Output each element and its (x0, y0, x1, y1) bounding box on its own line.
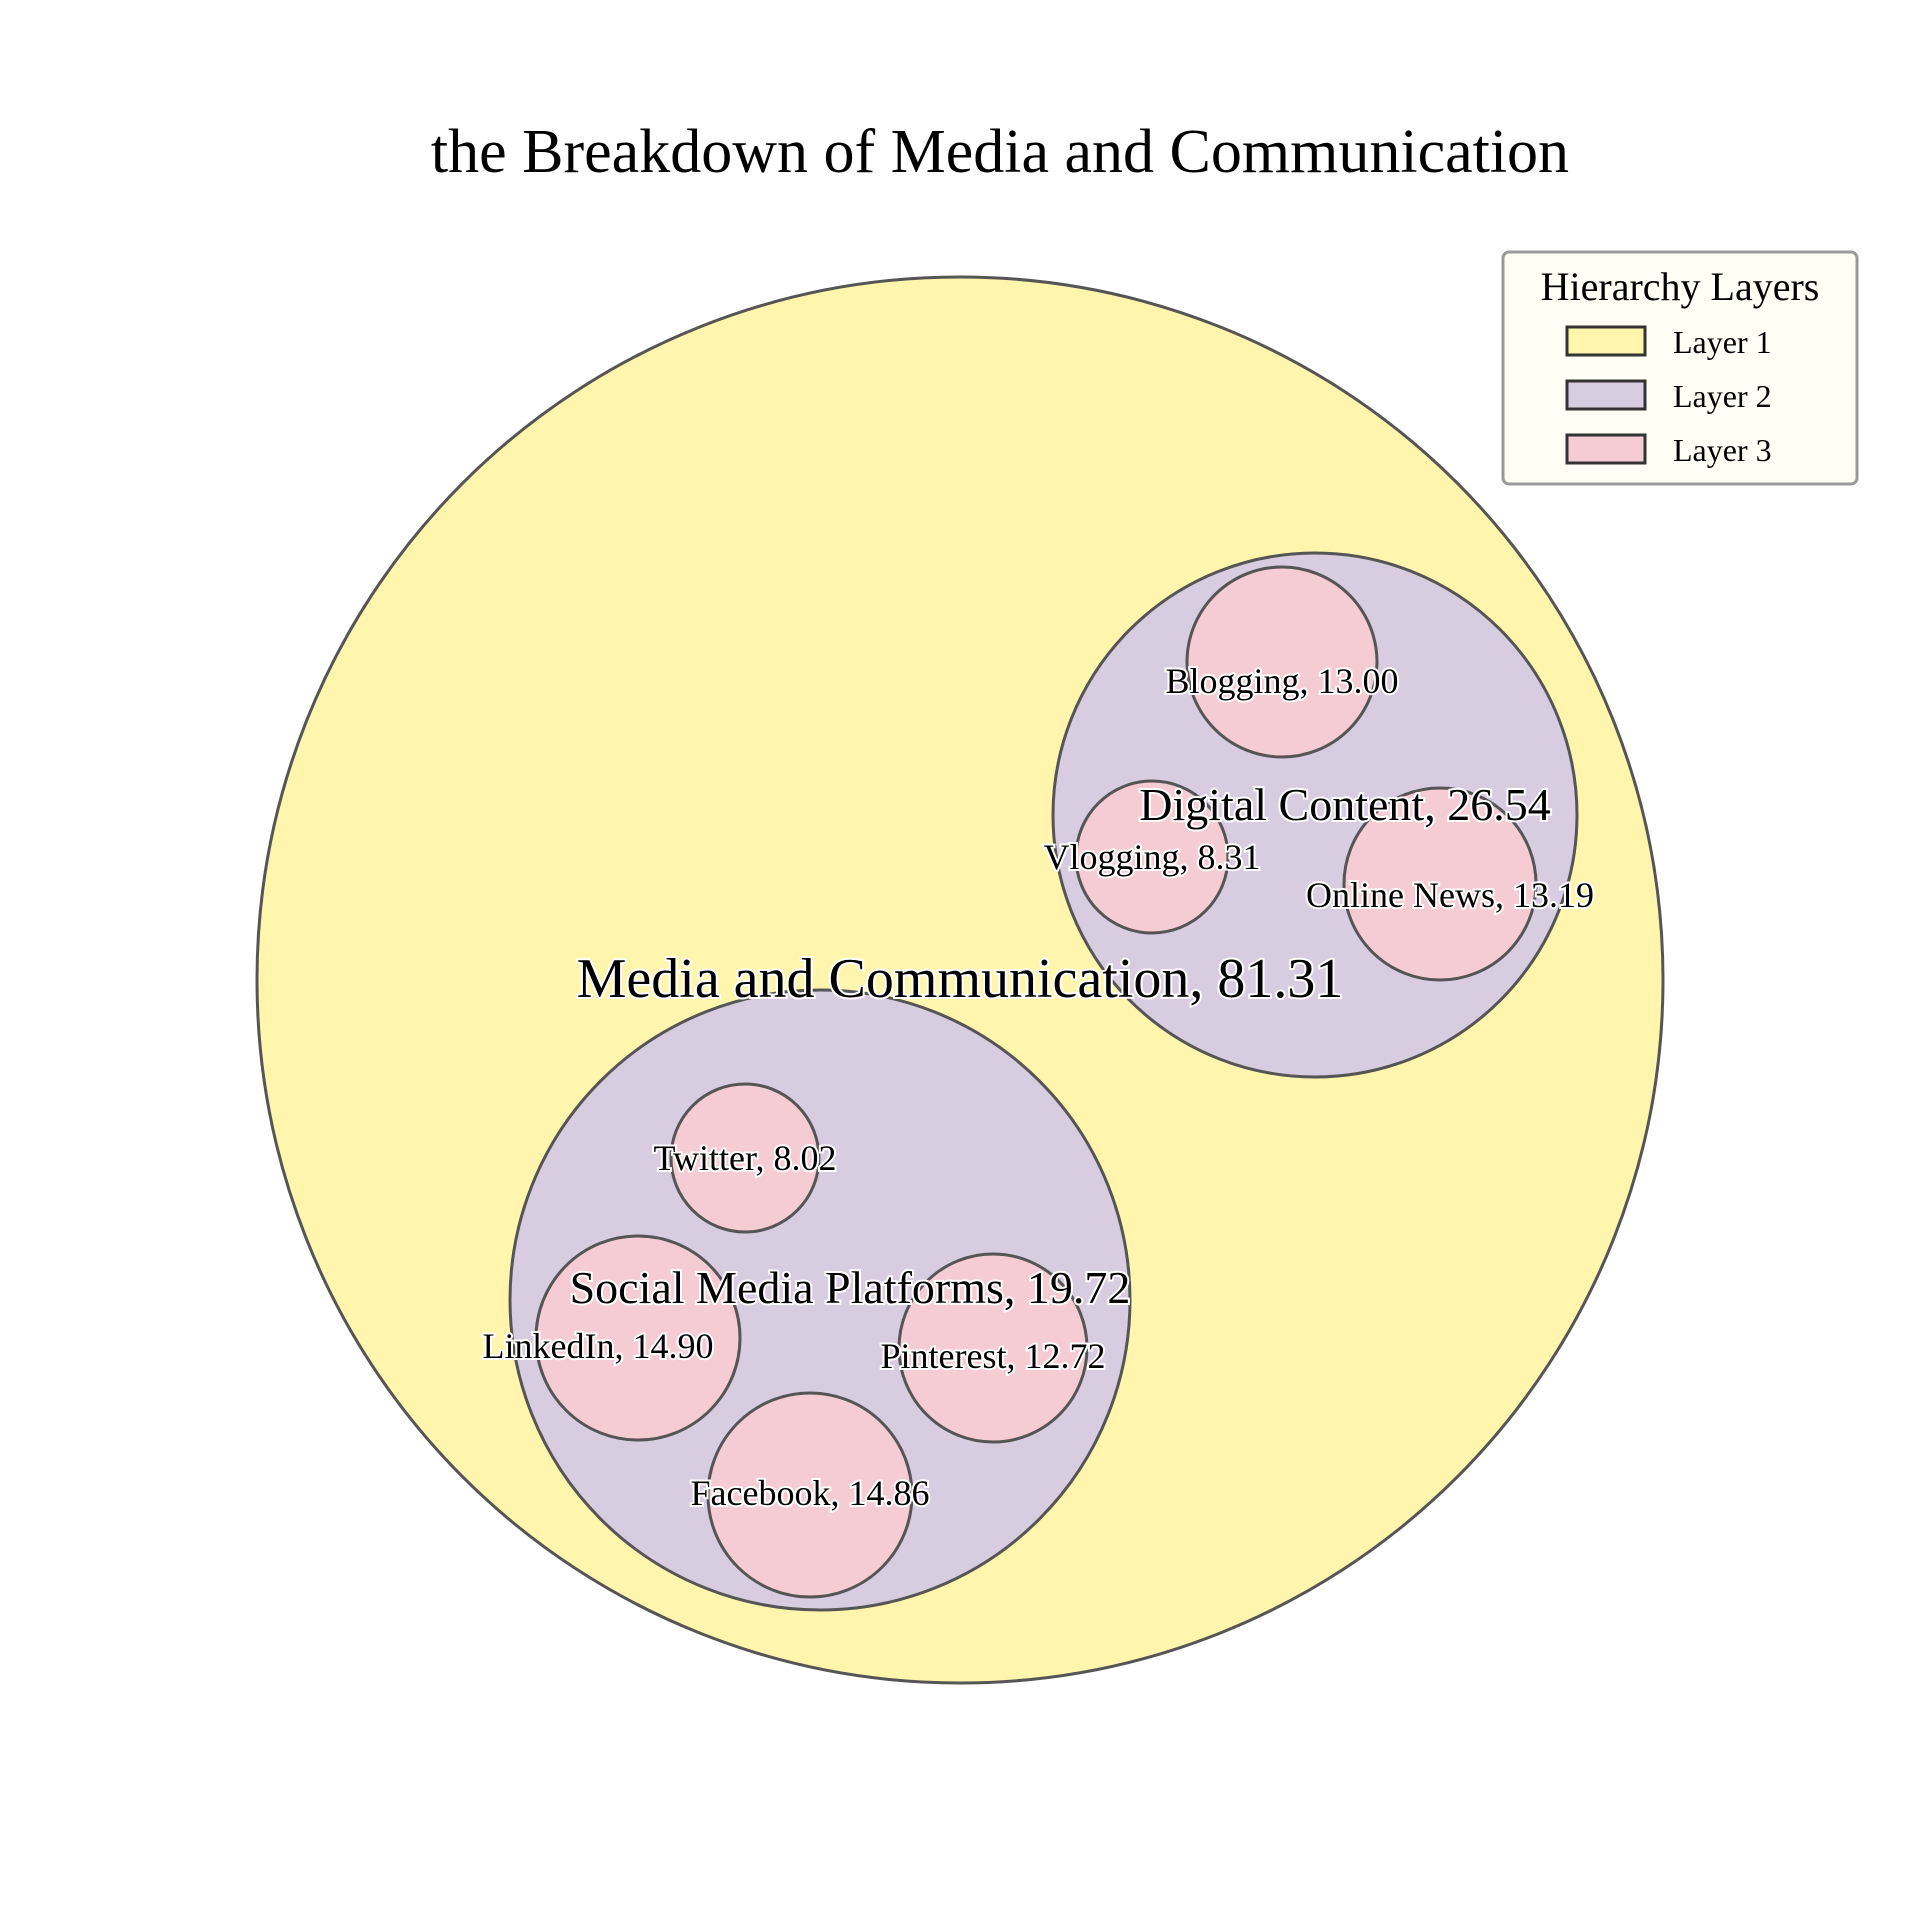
label-digital-content: Digital Content, 26.54 (1139, 779, 1550, 830)
circle-twitter (669, 1082, 821, 1234)
chart-title: the Breakdown of Media and Communication (431, 118, 1569, 186)
legend-swatch-layer-2 (1565, 379, 1647, 411)
circle-online-news (1342, 786, 1538, 982)
circle-blogging (1185, 565, 1379, 759)
label-media-and-communication: Media and Communication, 81.31 (577, 948, 1344, 1010)
legend-swatch-layer-1 (1565, 325, 1647, 357)
label-twitter: Twitter, 8.02 (653, 1138, 836, 1178)
legend: Hierarchy Layers Layer 1 Layer 2 Layer 3 (1501, 250, 1859, 486)
circle-pinterest (897, 1252, 1089, 1444)
legend-label-layer-2: Layer 2 (1673, 378, 1772, 414)
legend-label-layer-1: Layer 1 (1673, 324, 1772, 360)
label-online-news: Online News, 13.19 (1306, 875, 1594, 915)
circle-social-media-platforms (508, 988, 1132, 1612)
legend-swatch-layer-3 (1565, 433, 1647, 465)
circle-linkedin (534, 1234, 742, 1442)
label-facebook: Facebook, 14.86 (691, 1473, 930, 1513)
label-vlogging: Vlogging, 8.31 (1043, 837, 1260, 877)
label-social-media-platforms: Social Media Platforms, 19.72 (570, 1262, 1131, 1313)
label-linkedin: LinkedIn, 14.90 (483, 1326, 714, 1366)
legend-frame (1501, 250, 1859, 486)
circle-layer (255, 275, 1665, 1685)
label-blogging: Blogging, 13.00 (1165, 661, 1398, 701)
circle-facebook (706, 1391, 914, 1599)
label-pinterest: Pinterest, 12.72 (881, 1336, 1106, 1376)
circle-vlogging (1074, 779, 1230, 935)
legend-label-layer-3: Layer 3 (1673, 432, 1772, 468)
legend-title: Hierarchy Layers (1541, 264, 1820, 309)
